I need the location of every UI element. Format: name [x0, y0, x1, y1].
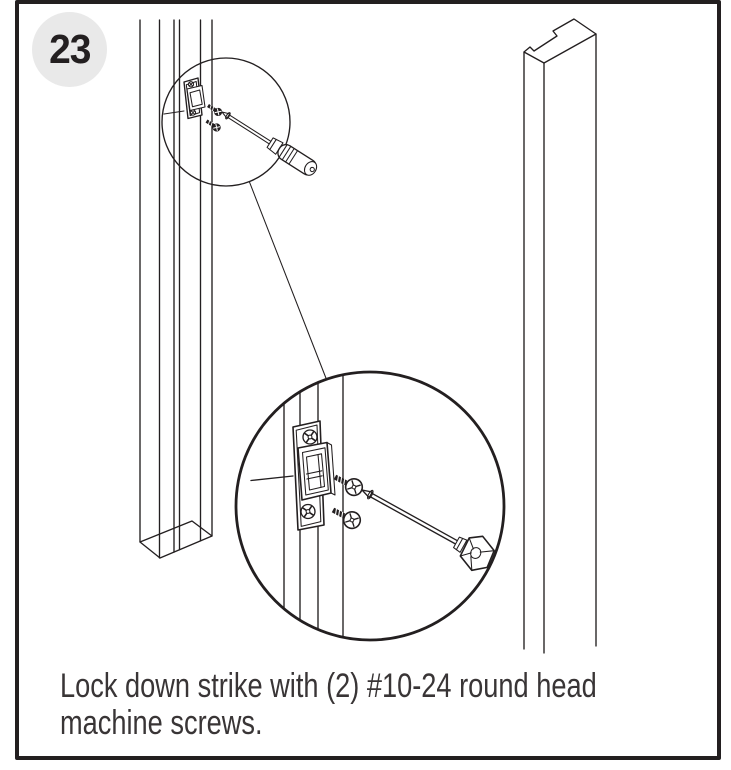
screwdriver-handle-end — [459, 535, 495, 572]
caption-line-2: machine screws. — [60, 703, 263, 742]
callout-leader-line — [248, 181, 328, 381]
detail-callout-large — [234, 370, 506, 642]
detail-callout-small — [161, 57, 318, 187]
jamb-groove-tick — [163, 110, 185, 115]
strike-plate-large — [292, 420, 336, 531]
page-border — [15, 0, 721, 760]
jamb-groove-tick-large — [250, 475, 294, 482]
strike-keeper-large — [297, 441, 336, 501]
screwdriver-large — [361, 489, 495, 572]
strike-keeper-small — [186, 84, 206, 112]
door-jamb — [139, 19, 213, 559]
callout-circle-small — [161, 57, 291, 187]
machine-screw-small-2 — [205, 119, 221, 132]
strike-plate-small — [183, 77, 206, 120]
step-number-badge: 23 — [32, 12, 107, 87]
jamb-bottom-face — [139, 520, 213, 559]
stile-top-face — [523, 18, 597, 64]
machine-screw-large-1 — [333, 474, 364, 497]
machine-screw-small-1 — [207, 103, 223, 117]
screwdriver-small — [221, 111, 318, 176]
callout-circle-large — [234, 370, 506, 642]
door-stile — [523, 18, 597, 654]
step-number: 23 — [48, 26, 91, 72]
caption-line-1: Lock down strike with (2) #10-24 round h… — [60, 667, 597, 705]
machine-screw-large-2 — [331, 507, 362, 530]
instruction-caption: Lock down strike with (2) #10-24 round h… — [60, 668, 597, 741]
